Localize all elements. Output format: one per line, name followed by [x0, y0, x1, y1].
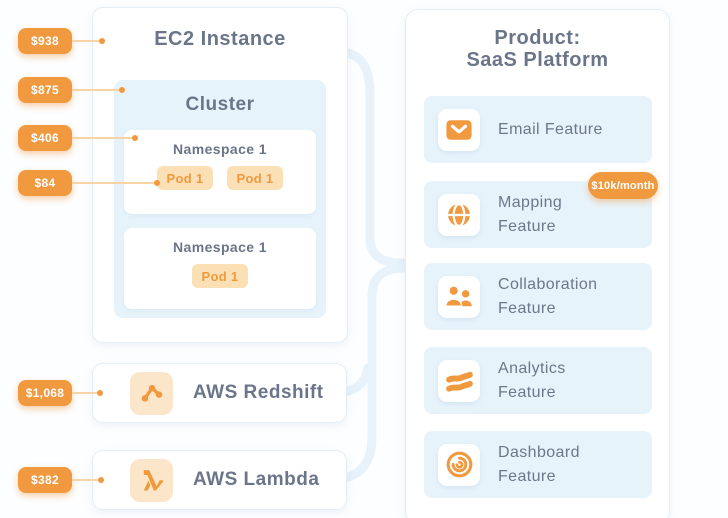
cluster-card: Cluster Namespace 1 Pod 1 Pod 1 Namespac… — [114, 80, 326, 318]
analytics-icon — [438, 359, 480, 402]
tag-leader-line — [72, 479, 98, 481]
product-title-line2: SaaS Platform — [466, 49, 609, 71]
email-icon — [438, 108, 480, 151]
feature-row-dashboard: Dashboard Feature — [424, 431, 652, 498]
monthly-price-badge: $10k/month — [588, 172, 658, 199]
cost-tag-lambda: $382 — [18, 467, 72, 493]
tag-leader-line — [72, 89, 119, 91]
aws-redshift-card: AWS Redshift — [92, 363, 347, 423]
cost-tag-namespace: $406 — [18, 125, 72, 151]
feature-row-email: Email Feature — [424, 96, 652, 163]
tag-leader-dot — [99, 38, 105, 44]
pod-badge: Pod 1 — [227, 166, 283, 190]
tag-leader-line — [72, 137, 132, 139]
collaboration-icon — [438, 275, 480, 318]
cluster-title: Cluster — [185, 94, 255, 115]
feature-label: Dashboard Feature — [498, 443, 580, 485]
feature-row-mapping: Mapping Feature — [424, 181, 652, 248]
feature-row-collaboration: Collaboration Feature — [424, 263, 652, 330]
service-name: AWS Redshift — [193, 382, 324, 403]
tag-leader-dot — [132, 135, 138, 141]
namespace-title: Namespace 1 — [173, 141, 267, 157]
namespace-card-2: Namespace 1 Pod 1 — [124, 228, 316, 309]
namespace-title: Namespace 1 — [173, 239, 267, 255]
cost-tag-redshift: $1,068 — [18, 380, 72, 406]
product-title-line1: Product: — [494, 27, 581, 49]
tag-leader-dot — [97, 390, 103, 396]
pod-badge: Pod 1 — [157, 166, 213, 190]
tag-leader-line — [72, 182, 154, 184]
tag-leader-dot — [119, 87, 125, 93]
product-card: Product: SaaS Platform Email Feature — [405, 9, 670, 518]
ec2-instance-card: EC2 Instance Cluster Namespace 1 Pod 1 P… — [92, 7, 348, 343]
feature-label: Analytics Feature — [498, 359, 566, 401]
feature-row-analytics: Analytics Feature — [424, 347, 652, 414]
product-title: Product: SaaS Platform — [406, 27, 669, 71]
tag-leader-dot — [98, 477, 104, 483]
tag-leader-dot — [154, 180, 160, 186]
pod-badge: Pod 1 — [192, 264, 248, 288]
lambda-icon — [130, 458, 173, 502]
feature-label: Collaboration Feature — [498, 275, 598, 317]
cost-tag-cluster: $875 — [18, 77, 72, 103]
redshift-nodes-icon — [130, 371, 173, 415]
tag-leader-line — [72, 40, 99, 42]
ec2-instance-title: EC2 Instance — [154, 28, 286, 50]
dashboard-icon — [438, 443, 480, 486]
aws-lambda-card: AWS Lambda — [92, 450, 347, 510]
feature-label: Email Feature — [498, 120, 603, 138]
cost-tag-pod: $84 — [18, 170, 72, 196]
feature-label: Mapping Feature — [498, 193, 563, 235]
cost-tag-ec2: $938 — [18, 28, 72, 54]
globe-icon — [438, 193, 480, 236]
tag-leader-line — [72, 392, 97, 394]
namespace-card-1: Namespace 1 Pod 1 Pod 1 — [124, 130, 316, 214]
service-name: AWS Lambda — [193, 469, 320, 490]
